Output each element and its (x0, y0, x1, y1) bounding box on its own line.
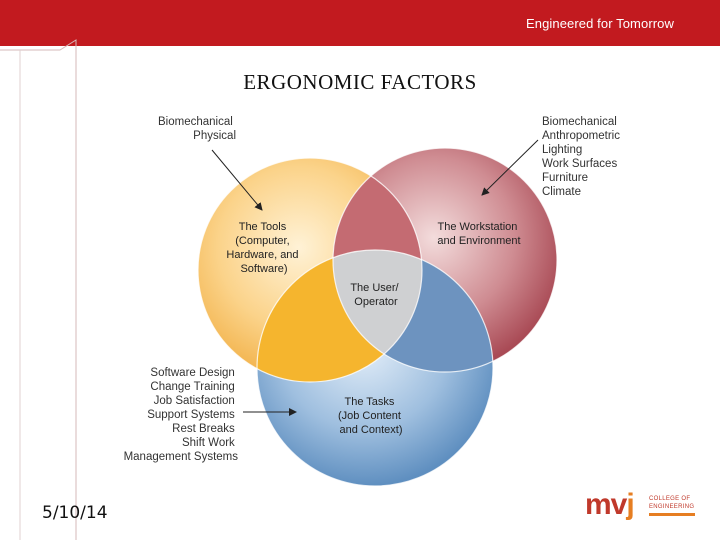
logo-wordmark: mvj (585, 488, 635, 521)
header-bar: Engineered for Tomorrow (0, 0, 720, 46)
mvj-logo: mvj COLLEGE OF ENGINEERING (585, 488, 700, 526)
callout-tasks: Software Design Change Training Job Sati… (124, 367, 239, 463)
arrow-tools (211, 149, 263, 211)
header-tagline: Engineered for Tomorrow (525, 16, 674, 31)
logo-line-1: COLLEGE OF (649, 496, 691, 502)
logo-line-2: ENGINEERING (649, 504, 695, 510)
slide-date: 5/10/14 (42, 503, 108, 523)
slide-border-accent (0, 39, 77, 540)
arrow-workstation (481, 139, 539, 196)
label-user-operator: The User/ Operator (350, 282, 401, 308)
logo-underline (649, 513, 695, 516)
callout-tools: Biomechanical Physical (158, 116, 236, 142)
label-tools: The Tools (Computer, Hardware, and Softw… (226, 221, 301, 275)
label-tasks: The Tasks (Job Content and Context) (338, 396, 404, 436)
label-workstation: The Workstation and Environment (437, 221, 520, 247)
slide-title: ERGONOMIC FACTORS (243, 70, 477, 94)
callout-workstation: Biomechanical Anthropometric Lighting Wo… (542, 116, 623, 198)
